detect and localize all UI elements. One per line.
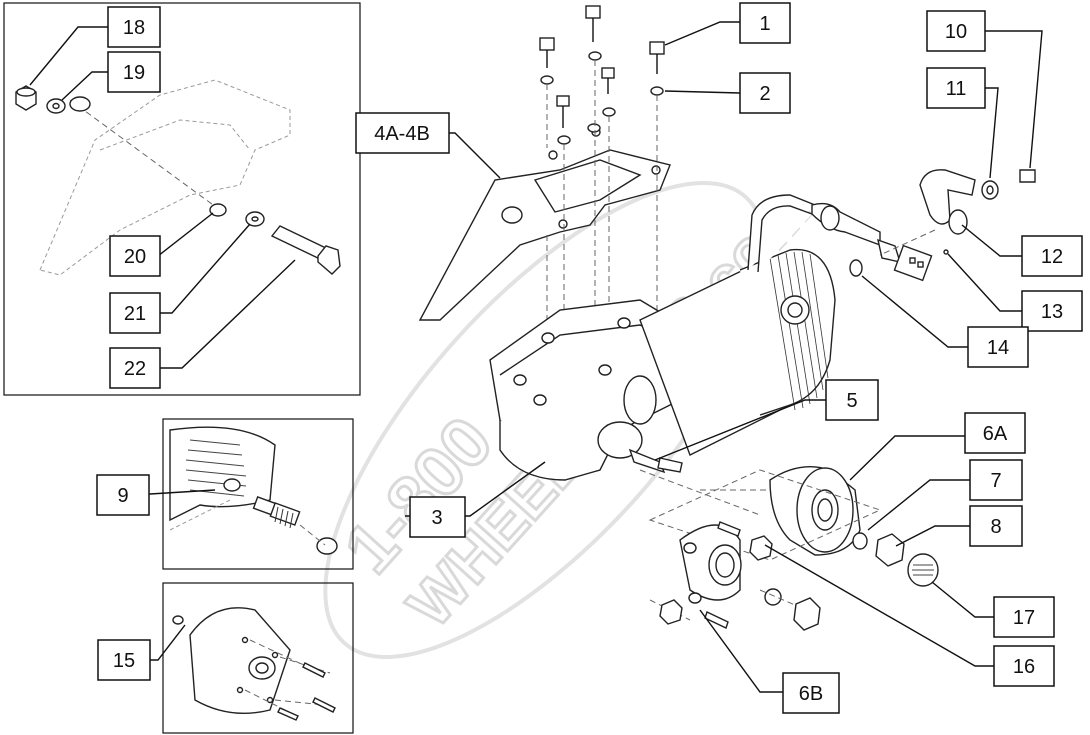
washer-part-21 [245, 211, 265, 227]
callout-19: 19 [107, 51, 161, 93]
callout-22-label: 22 [124, 358, 146, 380]
washers-part-2 [540, 51, 664, 145]
callout-14-label: 14 [987, 337, 1009, 359]
callout-8: 8 [969, 505, 1023, 547]
callout-13-label: 13 [1041, 301, 1063, 323]
hub-part-6B [648, 469, 882, 631]
inset-panel-caster-mount [3, 2, 361, 396]
callout-17: 17 [993, 596, 1055, 638]
callout-18: 18 [107, 6, 161, 48]
callout-15-label: 15 [113, 650, 135, 672]
lockwasher-part-20 [209, 203, 227, 217]
cable-connector [811, 202, 933, 282]
callout-12: 12 [1021, 235, 1083, 277]
callout-16: 16 [993, 645, 1055, 687]
brush-inset-drawing [169, 426, 338, 555]
callout-14: 14 [967, 326, 1029, 368]
inset-panel-brush [162, 418, 354, 570]
callout-21-label: 21 [124, 303, 146, 325]
callout-10-label: 10 [945, 21, 967, 43]
hub-part-6A [769, 465, 861, 556]
gearbox-part-3 [489, 299, 691, 481]
callout-10: 10 [926, 10, 986, 52]
callout-11: 11 [926, 67, 986, 109]
callout-3-label: 3 [431, 507, 442, 529]
inset-bracket-outline [39, 79, 291, 276]
callout-1-label: 1 [759, 13, 770, 35]
callout-20-label: 20 [124, 246, 146, 268]
bolt-part-22 [270, 225, 341, 275]
callout-6B-label: 6B [799, 683, 823, 705]
callout-16-label: 16 [1013, 656, 1035, 678]
callout-1: 1 [739, 2, 791, 44]
callout-2: 2 [739, 72, 791, 114]
callout-7: 7 [969, 459, 1023, 501]
callout-19-label: 19 [123, 62, 145, 84]
callout-7-label: 7 [990, 470, 1001, 492]
callout-8-label: 8 [990, 516, 1001, 538]
connector-bracket-part-12 [879, 169, 1036, 256]
callout-12-label: 12 [1041, 246, 1063, 268]
inset-panel-end-cap [162, 582, 354, 734]
shaft-key-part-5 [628, 448, 800, 516]
nut-part-8 [875, 533, 905, 567]
callout-5-label: 5 [846, 390, 857, 412]
washer-part-7 [852, 532, 868, 550]
callout-20: 20 [109, 235, 161, 277]
screws-part-1 [539, 5, 665, 128]
mounting-plate-part-4 [418, 127, 671, 321]
callout-4A-4B: 4A-4B [355, 112, 450, 154]
callout-11-label: 11 [946, 78, 967, 100]
nut-part-18 [15, 85, 37, 111]
cap-part-17 [907, 553, 939, 587]
callout-17-label: 17 [1013, 607, 1035, 629]
callout-22: 22 [109, 347, 161, 389]
callout-21: 21 [109, 292, 161, 334]
callout-18-label: 18 [123, 17, 145, 39]
callout-6B: 6B [782, 672, 840, 714]
callout-3: 3 [409, 496, 466, 538]
washer-part-19 [46, 96, 91, 114]
callout-2-label: 2 [759, 83, 770, 105]
callout-6A-label: 6A [983, 423, 1008, 445]
callout-9-label: 9 [117, 485, 128, 507]
motor-body [639, 194, 836, 456]
callout-13: 13 [1021, 290, 1083, 332]
callout-9: 9 [96, 474, 150, 516]
callout-6A: 6A [964, 412, 1026, 454]
callout-15: 15 [97, 639, 151, 681]
retaining-ring-part-14 [849, 259, 863, 277]
callout-5: 5 [825, 379, 879, 421]
endcap-inset-drawing [172, 607, 336, 721]
callout-4A-4B-label: 4A-4B [374, 123, 430, 145]
